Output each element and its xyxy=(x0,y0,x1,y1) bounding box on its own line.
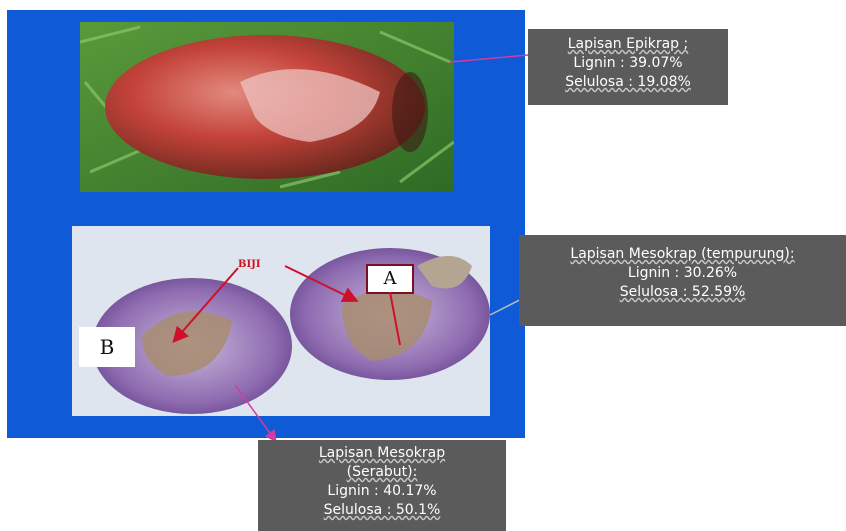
epikrap-lignin: Lignin : 39.07% xyxy=(528,54,728,73)
biji-arrow-right xyxy=(285,266,355,300)
tempurung-title: Lapisan Mesokrap (tempurung): xyxy=(519,245,846,264)
serabut-selulosa: Selulosa : 50.1% xyxy=(258,501,506,520)
label-a-arrow xyxy=(390,292,400,345)
mesokrap-tempurung-callout: Lapisan Mesokrap (tempurung): Lignin : 3… xyxy=(519,235,846,326)
epikrap-connector xyxy=(450,55,528,62)
epikrap-callout: Lapisan Epikrap ; Lignin : 39.07% Selulo… xyxy=(528,29,728,105)
epikrap-selulosa: Selulosa : 19.08% xyxy=(528,73,728,92)
mesokrap-serabut-callout: Lapisan Mesokrap (Serabut): Lignin : 40.… xyxy=(258,440,506,531)
biji-arrow-left xyxy=(175,268,238,340)
epikrap-title: Lapisan Epikrap ; xyxy=(528,35,728,54)
tempurung-lignin: Lignin : 30.26% xyxy=(519,264,846,283)
tempurung-selulosa: Selulosa : 52.59% xyxy=(519,283,846,302)
serabut-title-line1: Lapisan Mesokrap xyxy=(258,444,506,463)
serabut-arrow xyxy=(235,385,275,440)
serabut-lignin: Lignin : 40.17% xyxy=(258,482,506,501)
serabut-title-line2: (Serabut): xyxy=(258,463,506,482)
